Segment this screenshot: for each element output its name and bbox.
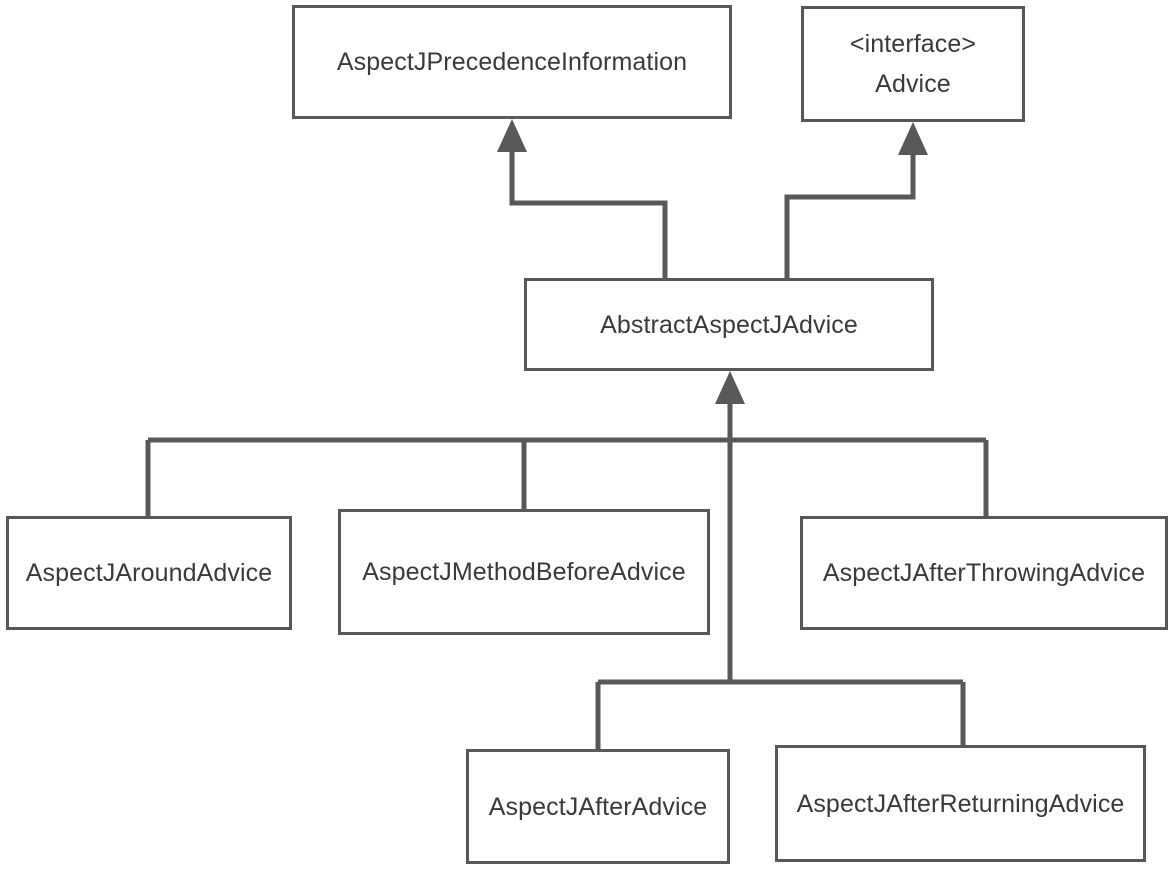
- arrowhead-to-abstract: [715, 371, 745, 404]
- edge-abstract-to-precedence: [509, 140, 668, 278]
- stereotype-label: <interface>: [849, 30, 977, 58]
- class-name-label: AspectJAroundAdvice: [25, 559, 273, 587]
- class-box-aspectj-method-before-advice[interactable]: AspectJMethodBeforeAdvice: [338, 509, 710, 635]
- arrowhead-to-advice-interface: [898, 122, 928, 155]
- class-name-label: AbstractAspectJAdvice: [600, 310, 858, 339]
- class-box-aspectj-after-advice[interactable]: AspectJAfterAdvice: [466, 749, 730, 864]
- class-box-aspectj-precedence-information[interactable]: AspectJPrecedenceInformation: [292, 5, 732, 119]
- class-name-label: AspectJAfterAdvice: [488, 792, 708, 821]
- class-box-advice-interface[interactable]: <interface> Advice: [801, 6, 1025, 122]
- class-name-label: AspectJAfterReturningAdvice: [796, 789, 1125, 818]
- class-box-aspectj-after-returning-advice[interactable]: AspectJAfterReturningAdvice: [775, 745, 1146, 862]
- class-name-label: AspectJPrecedenceInformation: [336, 48, 688, 76]
- class-box-abstract-aspectj-advice[interactable]: AbstractAspectJAdvice: [524, 278, 934, 371]
- class-box-aspectj-around-advice[interactable]: AspectJAroundAdvice: [6, 516, 292, 630]
- class-box-aspectj-after-throwing-advice[interactable]: AspectJAfterThrowingAdvice: [800, 516, 1168, 630]
- edge-abstract-to-advice-interface: [784, 143, 916, 278]
- arrowhead-to-precedence: [497, 119, 527, 152]
- class-name-label: AspectJMethodBeforeAdvice: [362, 558, 686, 586]
- class-name-label: AspectJAfterThrowingAdvice: [822, 559, 1146, 587]
- class-name-label: Advice: [875, 70, 951, 98]
